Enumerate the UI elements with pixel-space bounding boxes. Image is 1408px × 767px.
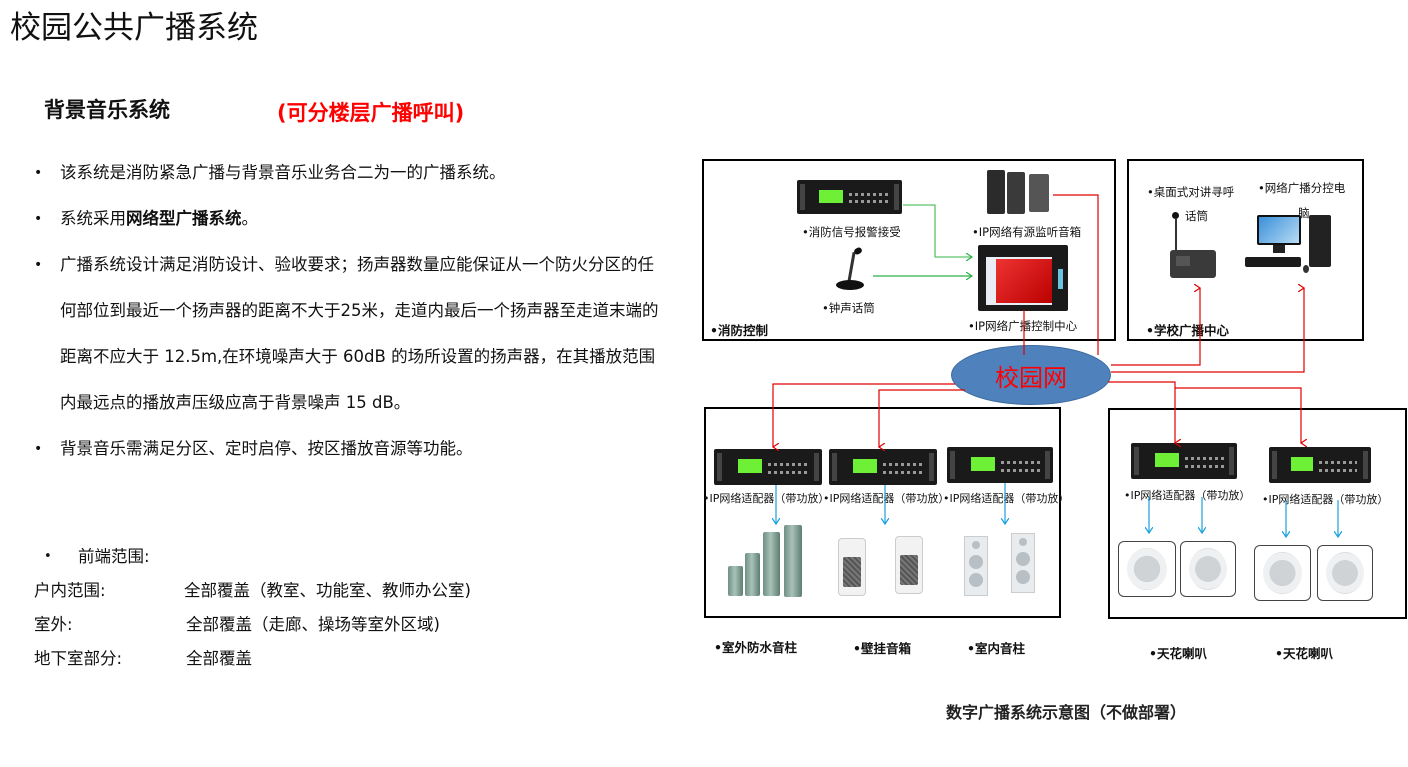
ip-adapter-label: •IP网络适配器（带功放） (1262, 493, 1389, 506)
scope-section: 前端范围: 户内范围: 全部覆盖（教室、功能室、教师办公室) 室外: 全部覆盖（… (34, 540, 471, 676)
scope-value: 全部覆盖 (186, 649, 252, 668)
outdoor-column-speaker (784, 525, 802, 597)
ip-adapter-label: •IP网络适配器（带功放） (943, 492, 1070, 505)
desk-intercom-label-cont: 话筒 (1185, 209, 1208, 223)
alarm-receiver-device (797, 180, 902, 214)
speaker-type-label: •室内音柱 (967, 641, 1025, 656)
scope-key: 户内范围: (34, 581, 106, 600)
fire-control-label: •消防控制 (710, 323, 768, 338)
desk-intercom-label: •桌面式对讲寻呼 (1147, 185, 1235, 199)
ip-adapter-label: •IP网络适配器（带功放） (823, 492, 950, 505)
speaker-type-label: •天花喇叭 (1149, 646, 1207, 661)
control-center-device (978, 245, 1068, 311)
desk-intercom-device (1170, 210, 1218, 280)
scope-value: 全部覆盖（教室、功能室、教师办公室) (184, 581, 471, 600)
bullet-item: 系统采用网络型广播系统。 (34, 196, 674, 242)
ip-adapter-label: •IP网络适配器（带功放） (1124, 489, 1251, 502)
wall-speaker (895, 536, 923, 594)
bullet-text: 。 (241, 209, 259, 228)
chime-mic-label: •钟声话筒 (822, 301, 875, 315)
bullet-list: 该系统是消防紧急广播与背景音乐业务合二为一的广播系统。 系统采用网络型广播系统。… (34, 150, 674, 472)
monitor-speaker-label: •IP网络有源监听音箱 (972, 225, 1082, 239)
sub-pc-device (1243, 215, 1339, 277)
bullet-bold-text: 网络型广播系统 (126, 209, 242, 228)
wall-speaker (838, 538, 866, 596)
diagram-caption: 数字广播系统示意图（不做部署） (946, 703, 1187, 722)
campus-network-label: 校园网 (995, 363, 1067, 392)
chime-mic-device (832, 246, 872, 292)
control-center-label: •IP网络广播控制中心 (968, 319, 1078, 333)
button-row (849, 200, 889, 203)
ip-adapter-device (1131, 443, 1237, 479)
page-title: 校园公共广播系统 (10, 10, 258, 46)
scope-row: 室外: 全部覆盖（走廊、操场等室外区域) (34, 608, 471, 642)
rack-ear (894, 184, 899, 210)
section-title: 背景音乐系统 (44, 98, 170, 122)
scope-row: 户内范围: 全部覆盖（教室、功能室、教师办公室) (34, 574, 471, 608)
lcd-screen (819, 190, 843, 203)
indoor-column-speaker (1011, 533, 1035, 593)
bullet-item: 该系统是消防紧急广播与背景音乐业务合二为一的广播系统。 (34, 150, 674, 196)
ip-adapter-label: •IP网络适配器（带功放） (703, 492, 830, 505)
ip-adapter-device (714, 449, 822, 485)
campus-network-node: 校园网 (951, 345, 1111, 405)
bullet-text: 该系统是消防紧急广播与背景音乐业务合二为一的广播系统。 (60, 163, 506, 182)
sub-pc-label-cont: 脑 (1298, 206, 1310, 220)
ip-adapter-device (829, 449, 937, 485)
scope-value: 全部覆盖（走廊、操场等室外区域) (186, 615, 440, 634)
speaker-type-label: •天花喇叭 (1275, 646, 1333, 661)
scope-key: 地下室部分: (34, 649, 123, 668)
scope-key: 室外: (34, 615, 73, 634)
outdoor-column-speaker (728, 566, 743, 596)
bullet-text: 系统采用 (60, 209, 126, 228)
ceiling-speaker (1317, 545, 1373, 601)
sub-pc-label: •网络广播分控电 (1258, 181, 1346, 195)
scope-row: 地下室部分: 全部覆盖 (34, 642, 471, 676)
rack-ear (800, 184, 805, 210)
section-note: (可分楼层广播呼叫) (277, 101, 465, 125)
ceiling-speaker (1254, 545, 1311, 601)
ip-adapter-device (1269, 447, 1371, 483)
button-row (849, 193, 889, 196)
alarm-receiver-label: •消防信号报警接受 (802, 225, 901, 239)
outdoor-column-speaker (763, 532, 780, 596)
bullet-item: 广播系统设计满足消防设计、验收要求；扬声器数量应能保证从一个防火分区的任何部位到… (34, 242, 660, 426)
ceiling-speaker (1118, 541, 1176, 597)
scope-heading: 前端范围: (44, 540, 471, 574)
indoor-column-speaker (964, 536, 988, 596)
monitor-speaker-device (987, 170, 1051, 214)
bullet-text: 广播系统设计满足消防设计、验收要求；扬声器数量应能保证从一个防火分区的任何部位到… (60, 255, 659, 412)
speaker-type-label: •室外防水音柱 (714, 640, 797, 655)
ip-adapter-device (947, 447, 1053, 483)
bullet-text: 背景音乐需满足分区、定时启停、按区播放音源等功能。 (60, 439, 473, 458)
ceiling-speaker (1180, 541, 1236, 597)
outdoor-column-speaker (745, 553, 760, 596)
school-center-label: •学校广播中心 (1146, 323, 1229, 338)
speaker-type-label: •壁挂音箱 (853, 641, 911, 656)
bullet-item: 背景音乐需满足分区、定时启停、按区播放音源等功能。 (34, 426, 674, 472)
